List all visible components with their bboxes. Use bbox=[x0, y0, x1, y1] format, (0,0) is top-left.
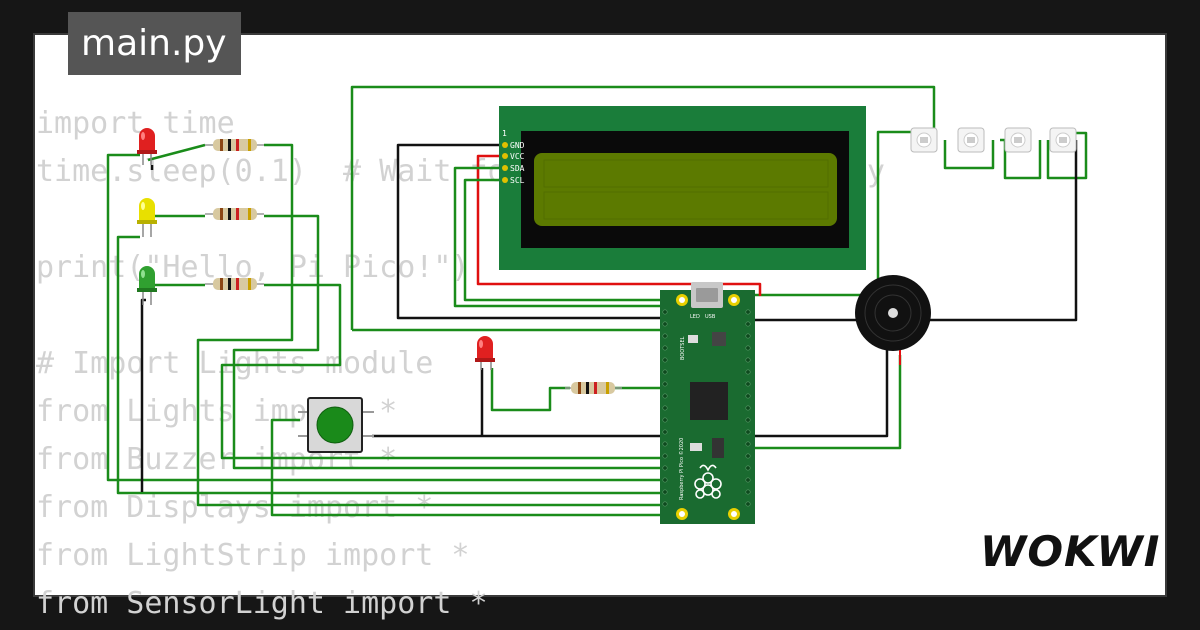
wire-black bbox=[930, 140, 1078, 322]
wire-green bbox=[116, 235, 662, 495]
wire-green bbox=[463, 178, 662, 302]
lcd-pin-sda: SDA bbox=[510, 164, 525, 173]
resistor[interactable] bbox=[205, 278, 264, 290]
wire-green bbox=[748, 355, 902, 450]
raspberry-pi-pico[interactable]: USB LED BOOTSEL Raspberry Pi Pico ©2020 bbox=[660, 282, 755, 524]
file-tab[interactable]: main.py bbox=[68, 12, 241, 75]
pushbutton[interactable] bbox=[298, 397, 374, 453]
wire-green bbox=[350, 85, 936, 330]
neopixel[interactable] bbox=[957, 127, 985, 153]
led-yellow[interactable] bbox=[137, 198, 157, 237]
wire-black bbox=[748, 350, 889, 438]
wire-green bbox=[490, 368, 570, 412]
wire-green bbox=[943, 140, 995, 170]
wire-green bbox=[220, 283, 662, 460]
wire-green bbox=[147, 143, 206, 162]
neopixel[interactable] bbox=[1049, 127, 1077, 153]
pico-pin-pads bbox=[662, 309, 751, 507]
lcd-pin-vcc: VCC bbox=[510, 152, 525, 161]
neopixel-strip[interactable] bbox=[910, 127, 1077, 153]
lcd-pin-number: 1 bbox=[502, 129, 507, 138]
lcd-pin-gnd: GND bbox=[510, 141, 525, 150]
wokwi-logo: WOKWI bbox=[980, 527, 1160, 576]
led-red[interactable] bbox=[137, 128, 157, 165]
lcd-pin-scl: SCL bbox=[510, 176, 525, 185]
led-green[interactable] bbox=[137, 266, 157, 305]
raspberry-logo-icon bbox=[694, 464, 722, 499]
code-line: # Import Lights module bbox=[36, 346, 434, 381]
led-red-2[interactable] bbox=[475, 336, 495, 370]
wire-red bbox=[476, 154, 762, 296]
pico-led-label: LED bbox=[690, 314, 700, 320]
code-line: import time bbox=[36, 106, 235, 141]
wire-green bbox=[196, 143, 662, 507]
resistor[interactable] bbox=[205, 139, 264, 151]
wire-green bbox=[1046, 131, 1088, 180]
wire-green bbox=[453, 166, 662, 308]
pico-bootsel-label: BOOTSEL bbox=[680, 336, 686, 360]
neopixel[interactable] bbox=[910, 127, 938, 153]
wire-green bbox=[755, 130, 920, 297]
wire-green bbox=[232, 214, 662, 470]
code-line: from LightStrip import * bbox=[36, 538, 470, 573]
wires bbox=[106, 85, 1088, 517]
code-line: from SensorLight import * bbox=[36, 586, 488, 621]
lcd-display[interactable]: 1 GND VCC SDA SCL bbox=[499, 106, 866, 270]
wire-green bbox=[106, 153, 662, 482]
pico-usb-label: USB bbox=[705, 314, 716, 320]
resistor[interactable] bbox=[205, 208, 264, 220]
buzzer[interactable] bbox=[855, 275, 931, 365]
resistor[interactable] bbox=[565, 382, 622, 394]
wire-green bbox=[1000, 138, 1042, 180]
neopixel[interactable] bbox=[1004, 127, 1032, 153]
wire-black bbox=[396, 143, 662, 320]
wire-black bbox=[140, 298, 146, 492]
pico-board-label: Raspberry Pi Pico ©2020 bbox=[678, 438, 685, 500]
wire-green bbox=[270, 418, 662, 517]
